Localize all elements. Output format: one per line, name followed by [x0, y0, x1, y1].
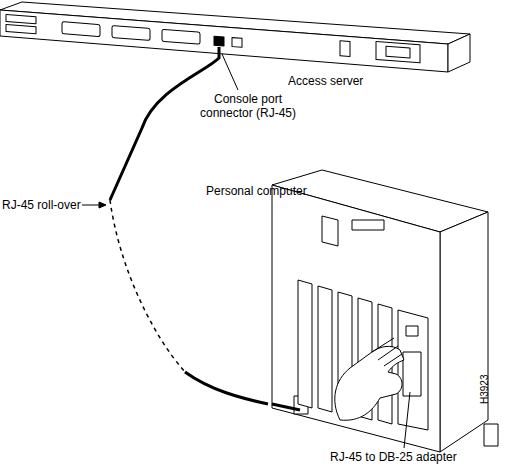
server-front: [0, 10, 448, 72]
pc-switch: [322, 216, 338, 246]
port: [6, 14, 36, 23]
db-connector: [112, 25, 150, 40]
access-server: [0, 2, 470, 72]
db-connector: [62, 22, 100, 37]
power-inlet: [376, 42, 420, 63]
server-side: [448, 34, 470, 72]
figure-number: H3923: [478, 354, 492, 404]
power-switch: [340, 41, 350, 57]
part-label: Access server: [288, 74, 398, 88]
power-inlet: [386, 46, 410, 58]
expansion-slot: [298, 280, 312, 408]
pc-back: [272, 185, 440, 452]
aux-port: [232, 38, 242, 48]
part-label: Console port connector (RJ-45): [196, 92, 300, 120]
expansion-slot: [318, 286, 332, 412]
cable-hidden: [110, 200, 185, 372]
serial-connector: [352, 220, 384, 230]
pc-side: [440, 212, 488, 452]
cable: [185, 372, 268, 404]
rj45-port: [406, 326, 418, 336]
leader-line: [404, 392, 410, 448]
arrowhead: [99, 202, 106, 208]
db25-adapter: [403, 352, 421, 396]
console-port: [214, 36, 224, 46]
cable: [110, 47, 219, 200]
leader-lines: [82, 54, 410, 448]
part-label: Personal computer: [206, 184, 326, 198]
port: [6, 24, 36, 33]
io-panel: [398, 310, 428, 430]
hand: [335, 346, 404, 420]
db-connector: [162, 29, 200, 44]
leader-line: [222, 54, 238, 90]
part-label: RJ-45 to DB-25 adapter: [330, 450, 500, 464]
pc-foot: [484, 424, 498, 446]
server-ports: [6, 13, 420, 62]
part-label: RJ-45 roll-over: [2, 198, 86, 212]
cable: [272, 404, 300, 410]
hand-fingers: [372, 338, 402, 366]
personal-computer: [272, 170, 498, 452]
